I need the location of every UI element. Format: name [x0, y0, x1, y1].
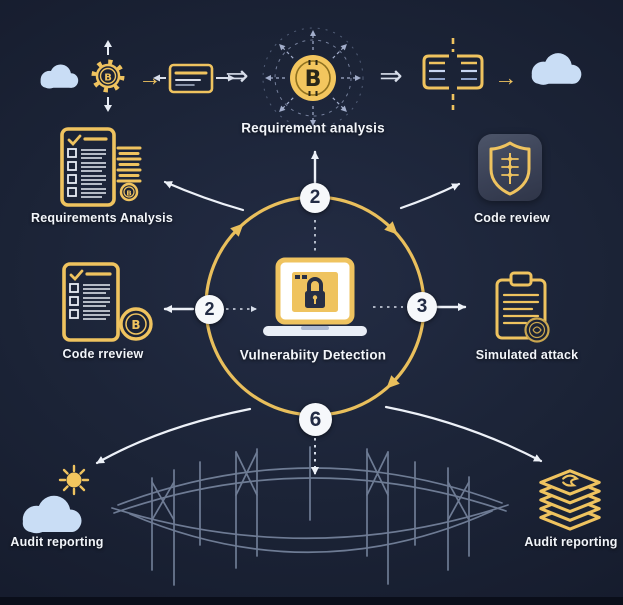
- bitcoin-symbol: B: [126, 190, 131, 198]
- seal-badge-icon: [524, 317, 550, 343]
- sun-icon: [58, 464, 90, 496]
- bitcoin-symbol: B: [104, 73, 112, 84]
- step-circle-left: 2: [195, 295, 224, 324]
- simulated-attack-clipboard-icon: [495, 271, 550, 343]
- code-review-tile: [478, 134, 542, 201]
- bridge-illustration: [111, 446, 509, 586]
- code-review-checklist-icon: B: [62, 262, 153, 342]
- bottom-edge-bar: [0, 597, 623, 605]
- curved-arrow-to-audit-right: [384, 405, 543, 463]
- flow-arrow-icon: →: [138, 64, 162, 91]
- code-review-left-label: Code rreview: [62, 347, 144, 361]
- step-circle-bottom: 6: [299, 403, 332, 436]
- server-icon: [422, 38, 484, 110]
- bitcoin-gear-icon: B: [91, 40, 125, 112]
- audit-reporting-left-label: Audit reporting: [10, 535, 104, 549]
- cloud-icon: [40, 64, 79, 89]
- shield-circuit-icon: [489, 141, 531, 196]
- flow-arrow-icon: →: [494, 64, 518, 91]
- cycle-arrowhead-ne: [384, 221, 398, 235]
- cloud-sun-icon: [22, 464, 90, 534]
- laptop-lock-icon: [263, 257, 367, 336]
- code-review-right-label: Code review: [474, 211, 550, 225]
- step-circle-top: 2: [300, 183, 330, 213]
- simulated-attack-label: Simulated attack: [475, 348, 579, 362]
- double-arrow-icon: ⇒: [379, 60, 403, 91]
- requirements-analysis-label: Requirements Analysis: [31, 211, 173, 225]
- curved-arrow-to-code-review: [399, 182, 461, 210]
- document-card-icon: [153, 63, 235, 94]
- step-circle-right: 3: [407, 292, 437, 322]
- double-arrow-icon: ⇒: [225, 60, 249, 91]
- curved-arrow-to-requirements: [163, 180, 245, 212]
- ledger-stack-icon: [539, 469, 601, 531]
- hub-label: Requirement analysis: [241, 120, 385, 136]
- padlock-icon: [307, 277, 323, 291]
- coin-stack-icon: [116, 146, 142, 183]
- audit-reporting-right-label: Audit reporting: [524, 535, 618, 549]
- cycle-arrowhead-se: [386, 375, 400, 389]
- requirements-checklist-icon: B: [60, 127, 142, 207]
- cloud-icon: [531, 53, 582, 85]
- bitcoin-hub-icon: B: [262, 27, 364, 129]
- curved-arrow-to-audit-left: [95, 407, 252, 465]
- vulnerability-detection-label: Vulnerabiity Detection: [239, 347, 387, 363]
- bitcoin-symbol: B: [305, 67, 322, 92]
- bitcoin-symbol: B: [131, 318, 140, 332]
- cycle-arrowhead-nw: [230, 223, 244, 237]
